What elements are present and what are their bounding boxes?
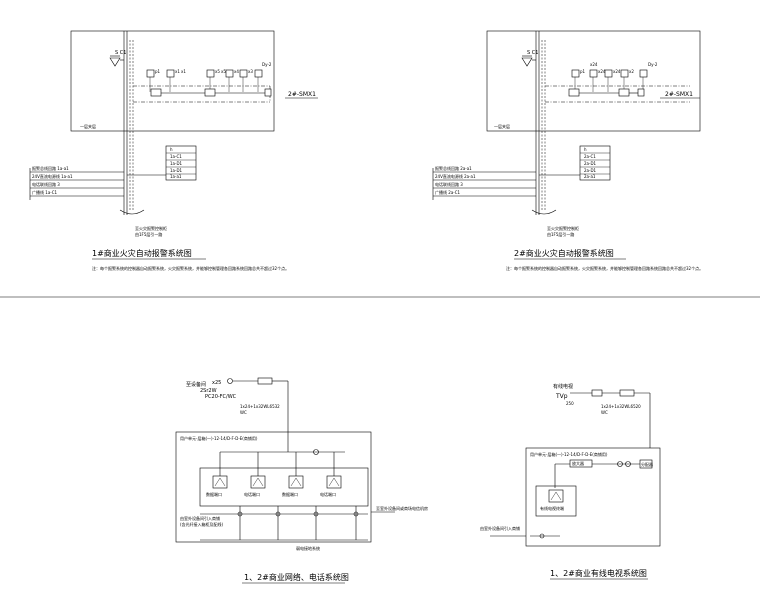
svg-text:x5: x5	[215, 69, 220, 74]
data-port-icon	[288, 475, 304, 489]
fire-alarm-diagram-1: 一层夹层 S C1 p1 x1 x1 x5 x5 x4 x3 Dy-2	[29, 30, 318, 271]
svg-text:1a-D1: 1a-D1	[170, 168, 183, 173]
terminal-frame	[535, 485, 577, 517]
svg-text:S C1: S C1	[527, 50, 538, 56]
svg-text:24V直流电源线 1a-a1: 24V直流电源线 1a-a1	[32, 173, 73, 179]
tv-outlet-icon	[548, 489, 564, 503]
svg-text:有线电视终端: 有线电视终端	[540, 505, 564, 511]
svg-text:有线电视: 有线电视	[553, 383, 573, 390]
manual-call-point-icon	[521, 57, 533, 67]
module-label: 2#-SMX1	[288, 91, 316, 98]
floor-label: 一层夹层	[80, 123, 96, 129]
svg-text:S C1: S C1	[115, 50, 126, 56]
svg-text:2Sr2W: 2Sr2W	[200, 388, 217, 394]
floor-frame	[70, 30, 275, 132]
manual-call-point-icon	[109, 57, 121, 67]
svg-text:用户单元-层箱(一)-12-14/D-F-D-E(商铺用): 用户单元-层箱(一)-12-14/D-F-D-E(商铺用)	[180, 435, 258, 441]
svg-text:数据端口: 数据端口	[206, 491, 222, 497]
svg-text:广播线 2a-C1: 广播线 2a-C1	[435, 189, 461, 195]
svg-text:x24: x24	[590, 62, 598, 67]
svg-text:由室外设备间引入商铺: 由室外设备间引入商铺	[480, 525, 520, 531]
svg-text:一层夹层: 一层夹层	[494, 123, 510, 129]
svg-text:电话端口: 电话端口	[244, 491, 260, 497]
svg-text:至火灾报警控制柜: 至火灾报警控制柜	[135, 225, 167, 231]
svg-text:由室外设备间引入商铺: 由室外设备间引入商铺	[180, 515, 220, 521]
svg-text:报警总线回路 2a-a1: 报警总线回路 2a-a1	[435, 165, 472, 171]
svg-text:p1: p1	[155, 69, 161, 74]
diagram-title: 2#商业火灾自动报警系统图	[514, 248, 614, 258]
diagram-note: 注：每个报警系统的控制器自动报警系统，火灾报警系统，并能够控制管理各回路系统回路…	[92, 265, 289, 271]
svg-text:2#-SMX1: 2#-SMX1	[665, 91, 693, 98]
legend-box	[165, 145, 197, 181]
diagram-note: 注：每个报警系统的控制器自动报警系统，火灾报警系统，并能够控制管理各回路系统回路…	[506, 265, 703, 271]
network-telephone-diagram: 用户单元-层箱(一)-12-14/D-F-D-E(商铺用) 至设备间 x25 2…	[175, 377, 428, 584]
svg-text:放大器: 放大器	[572, 460, 584, 466]
svg-text:由1F5层引一路: 由1F5层引一路	[135, 231, 162, 237]
svg-text:用户单元-层箱(一)-12-14/D-F-D-E(商铺用): 用户单元-层箱(一)-12-14/D-F-D-E(商铺用)	[530, 451, 608, 457]
data-port-icon	[212, 475, 228, 489]
svg-text:TVp: TVp	[555, 393, 568, 400]
svg-text:弱电接地系统: 弱电接地系统	[296, 545, 320, 551]
svg-text:报警总线回路 1a-a1: 报警总线回路 1a-a1	[32, 165, 69, 171]
svg-text:PC20-FC/WC: PC20-FC/WC	[205, 394, 237, 400]
diagram-title: 1、2#商业网络、电话系统图	[244, 572, 349, 582]
legend-box	[579, 145, 611, 181]
svg-text:至火灾报警控制柜: 至火灾报警控制柜	[547, 225, 579, 231]
svg-text:250: 250	[566, 401, 574, 406]
svg-text:2a-D1: 2a-D1	[584, 161, 597, 166]
svg-text:x1: x1	[181, 69, 186, 74]
svg-text:x24: x24	[598, 69, 606, 74]
phone-port-icon	[326, 475, 342, 489]
phone-port-icon	[250, 475, 266, 489]
svg-text:Dy-2: Dy-2	[262, 62, 272, 67]
svg-text:h: h	[584, 147, 587, 152]
svg-text:由1F5层引一路: 由1F5层引一路	[547, 231, 574, 237]
svg-text:x24: x24	[613, 69, 621, 74]
svg-text:x25: x25	[212, 380, 221, 386]
svg-text:电话联线回路 3: 电话联线回路 3	[32, 181, 60, 187]
svg-text:x3: x3	[248, 69, 253, 74]
svg-text:电话端口: 电话端口	[320, 491, 336, 497]
svg-text:2a-C1: 2a-C1	[584, 154, 596, 159]
svg-text:(含光纤接入箱柜及配线): (含光纤接入箱柜及配线)	[180, 521, 224, 527]
svg-text:x5: x5	[221, 69, 226, 74]
svg-text:1x24+1x32WL6532: 1x24+1x32WL6532	[240, 404, 280, 409]
svg-text:1a-a1: 1a-a1	[170, 174, 182, 179]
panel-frame	[525, 447, 661, 547]
svg-text:电话联线回路 3: 电话联线回路 3	[435, 181, 463, 187]
svg-text:数据端口: 数据端口	[282, 491, 298, 497]
svg-text:x1: x1	[175, 69, 180, 74]
svg-text:2a-a1: 2a-a1	[584, 174, 596, 179]
svg-text:h: h	[170, 147, 173, 152]
svg-text:WC: WC	[240, 410, 247, 415]
svg-text:广播线 1a-C1: 广播线 1a-C1	[32, 189, 58, 195]
port-group	[199, 467, 369, 507]
svg-text:p1: p1	[580, 69, 586, 74]
svg-text:2a-D1: 2a-D1	[584, 168, 597, 173]
svg-text:WC: WC	[601, 410, 608, 415]
diagram-title: 1、2#商业有线电视系统图	[550, 568, 647, 578]
svg-text:x4: x4	[234, 69, 239, 74]
svg-text:1x24+1x32WL6520: 1x24+1x32WL6520	[601, 404, 641, 409]
svg-text:1a-C1: 1a-C1	[170, 154, 182, 159]
cable-tv-diagram: 用户单元-层箱(一)-12-14/D-F-D-E(商铺用) 有线电视 TVp 2…	[480, 383, 661, 580]
svg-text:1a-D1: 1a-D1	[170, 161, 183, 166]
panel-frame	[175, 431, 372, 543]
svg-text:Dy-2: Dy-2	[648, 62, 658, 67]
svg-text:x2: x2	[629, 69, 634, 74]
fire-alarm-diagram-2: 一层夹层 S C1 p1 x24 x24 x24 x2 Dy-2 2#-SMX1	[432, 30, 703, 271]
svg-text:至室外设备间或商场电信机房: 至室外设备间或商场电信机房	[376, 505, 428, 511]
svg-text:至设备间: 至设备间	[186, 381, 206, 388]
svg-text:分配器: 分配器	[641, 461, 653, 467]
diagram-title: 1#商业火灾自动报警系统图	[92, 248, 192, 258]
floor-frame	[486, 30, 701, 132]
svg-text:24V直流电源线 2a-a1: 24V直流电源线 2a-a1	[435, 173, 476, 179]
